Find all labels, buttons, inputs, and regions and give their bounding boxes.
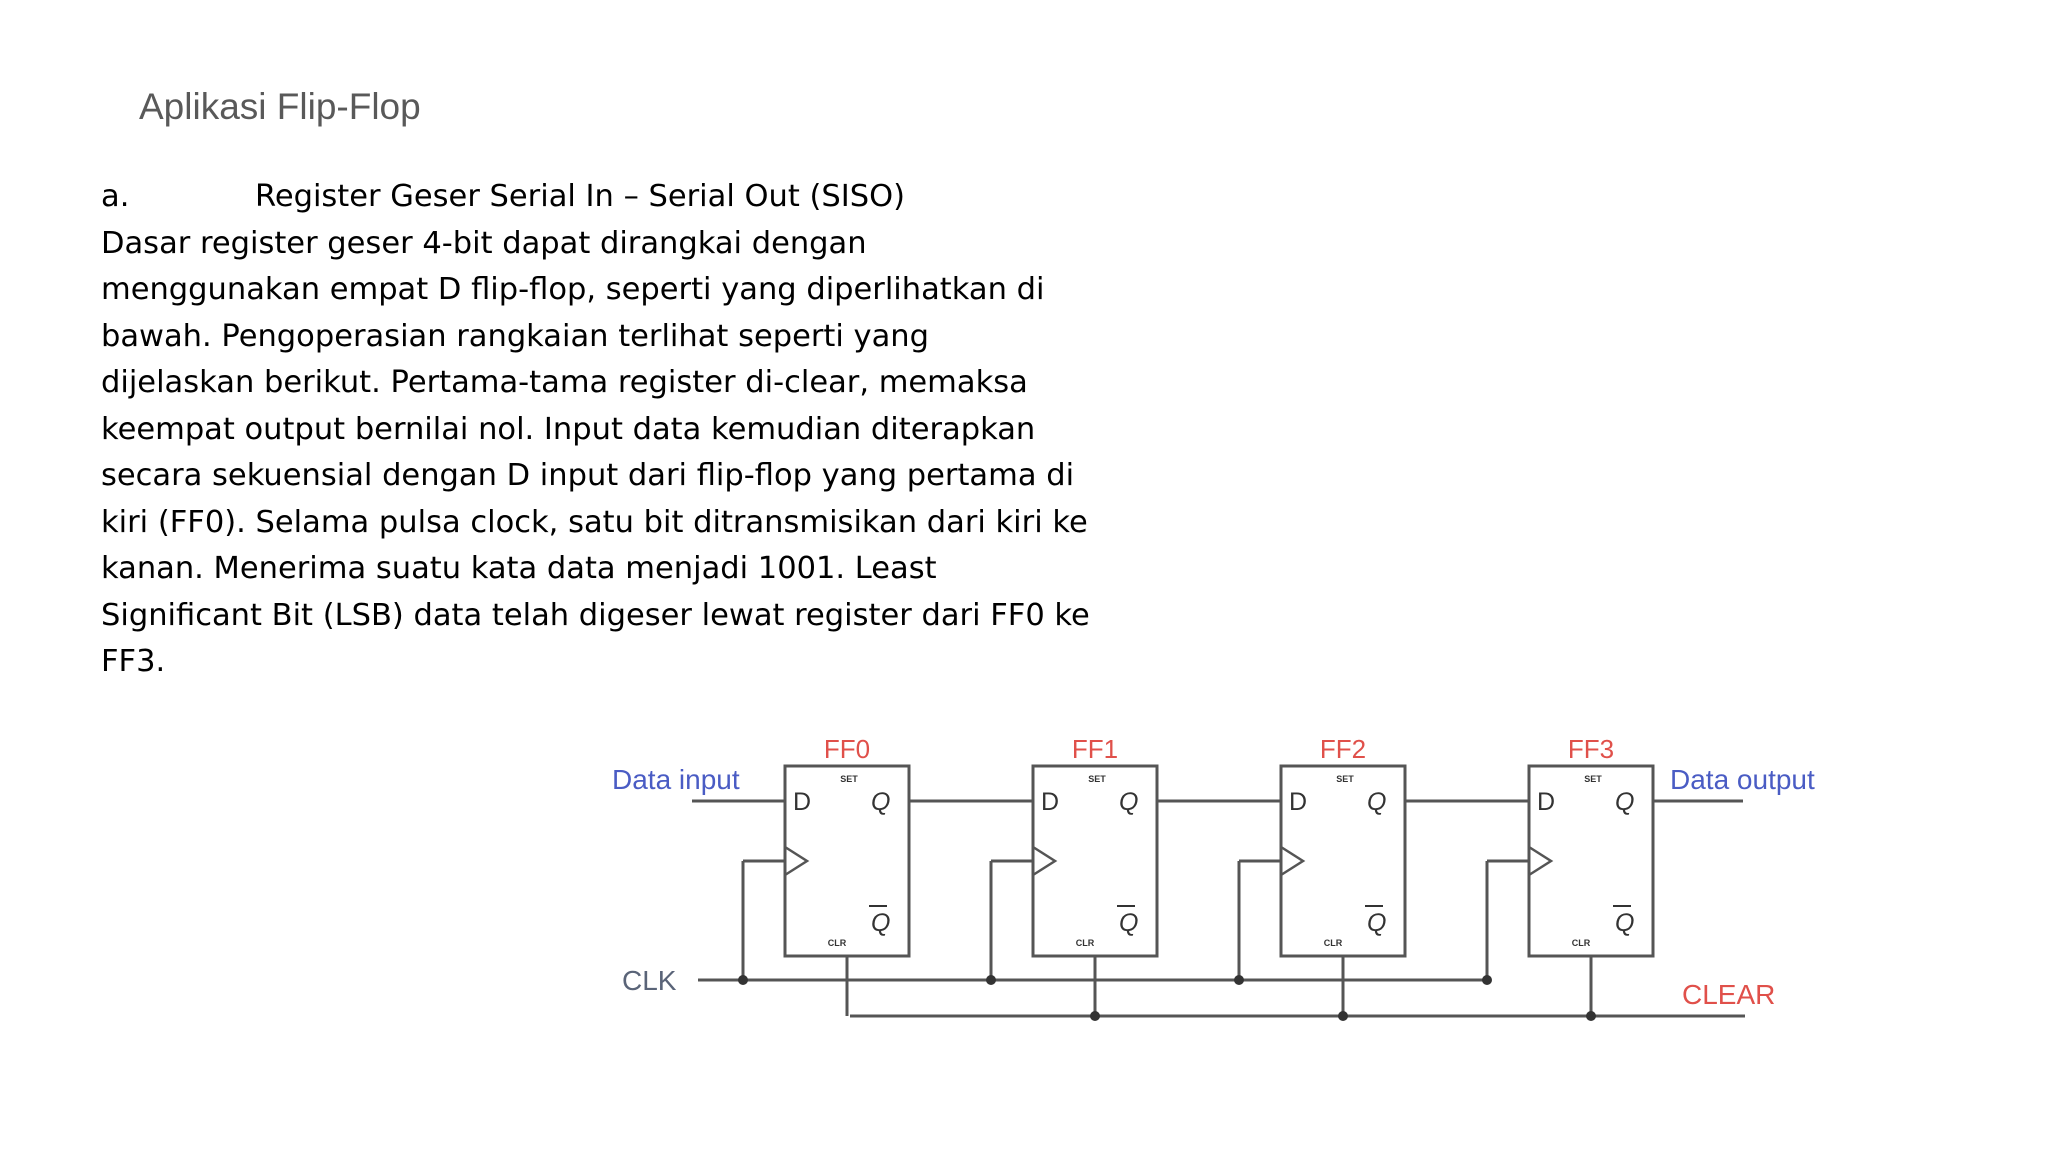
clr-pin-label: CLR bbox=[1572, 938, 1591, 948]
q-output-label: Q bbox=[1119, 788, 1138, 816]
paragraph-line: Significant Bit (LSB) data telah digeser… bbox=[101, 597, 1090, 633]
clk-label: CLK bbox=[622, 965, 677, 996]
junction-dot bbox=[1586, 1011, 1596, 1021]
junction-dot bbox=[1338, 1011, 1348, 1021]
junction-dot bbox=[1482, 975, 1492, 985]
qbar-output-label: Q bbox=[1367, 909, 1386, 937]
slide-body: a. Register Geser Serial In – Serial Out… bbox=[101, 174, 1111, 686]
set-pin-label: SET bbox=[1584, 774, 1602, 784]
set-pin-label: SET bbox=[1088, 774, 1106, 784]
data-input-label: Data input bbox=[612, 764, 740, 795]
flipflop-label: FF0 bbox=[824, 734, 870, 764]
clock-triangle bbox=[784, 845, 810, 877]
clock-triangle bbox=[1032, 845, 1058, 877]
junction-dot bbox=[738, 975, 748, 985]
qbar-output-label: Q bbox=[1119, 909, 1138, 937]
clr-pin-label: CLR bbox=[828, 938, 847, 948]
q-output-label: Q bbox=[871, 788, 890, 816]
junction-dot bbox=[1234, 975, 1244, 985]
junction-dot bbox=[1090, 1011, 1100, 1021]
set-pin-label: SET bbox=[1336, 774, 1354, 784]
junction-dot bbox=[986, 975, 996, 985]
clr-pin-label: CLR bbox=[1076, 938, 1095, 948]
flipflop-label: FF2 bbox=[1320, 734, 1366, 764]
paragraph-line: keempat output bernilai nol. Input data … bbox=[101, 411, 1036, 447]
d-input-label: D bbox=[1289, 788, 1307, 816]
qbar-output-label: Q bbox=[1615, 909, 1634, 937]
clock-triangle bbox=[1528, 845, 1554, 877]
paragraph-line: secara sekuensial dengan D input dari fl… bbox=[101, 458, 1075, 493]
paragraph-line: Dasar register geser 4-bit dapat dirangk… bbox=[101, 225, 867, 261]
paragraph-line: FF3. bbox=[101, 644, 166, 679]
data-output-label: Data output bbox=[1670, 764, 1815, 795]
q-output-label: Q bbox=[1615, 788, 1634, 816]
section-marker: a. bbox=[101, 179, 130, 214]
paragraph-line: kiri (FF0). Selama pulsa clock, satu bit… bbox=[101, 504, 1088, 540]
flipflop-label: FF3 bbox=[1568, 734, 1614, 764]
paragraph-line: dijelaskan berikut. Pertama-tama registe… bbox=[101, 365, 1028, 400]
flipflop-label: FF1 bbox=[1072, 734, 1118, 764]
q-output-label: Q bbox=[1367, 788, 1386, 816]
paragraph-line: menggunakan empat D flip-flop, seperti y… bbox=[101, 272, 1045, 307]
clear-label: CLEAR bbox=[1682, 979, 1775, 1010]
d-input-label: D bbox=[1041, 788, 1059, 816]
section-heading: Register Geser Serial In – Serial Out (S… bbox=[255, 179, 906, 214]
clock-triangle bbox=[1280, 845, 1306, 877]
d-input-label: D bbox=[1537, 788, 1555, 816]
qbar-output-label: Q bbox=[871, 909, 890, 937]
clr-pin-label: CLR bbox=[1324, 938, 1343, 948]
d-input-label: D bbox=[793, 788, 811, 816]
paragraph-line: kanan. Menerima suatu kata data menjadi … bbox=[101, 551, 937, 586]
slide-title: Aplikasi Flip-Flop bbox=[139, 86, 421, 127]
section-heading-line: a. Register Geser Serial In – Serial Out… bbox=[101, 174, 1111, 221]
paragraph-line: bawah. Pengoperasian rangkaian terlihat … bbox=[101, 318, 929, 354]
set-pin-label: SET bbox=[840, 774, 858, 784]
